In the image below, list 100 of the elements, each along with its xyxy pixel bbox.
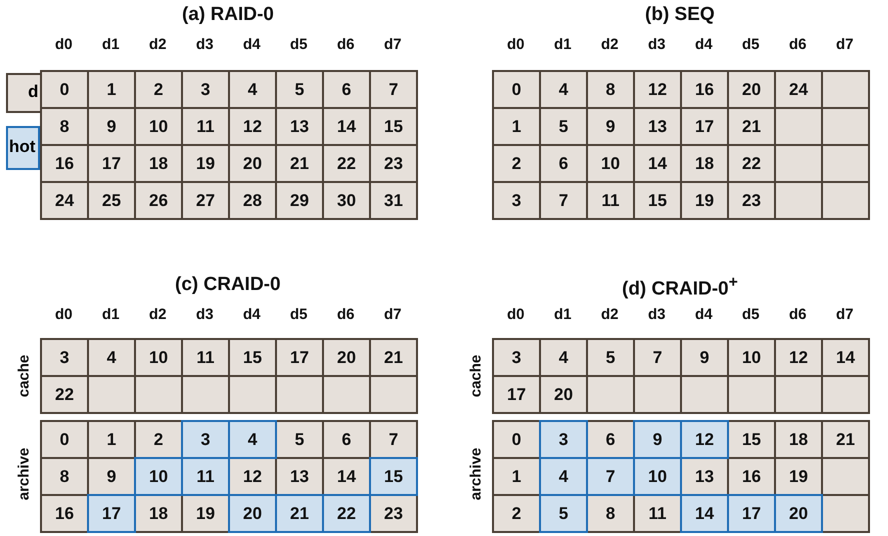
- block-cell: 5: [275, 70, 324, 109]
- block-cell: 7: [586, 457, 635, 496]
- block-cell: 22: [322, 494, 371, 533]
- block-cell: 27: [181, 181, 230, 220]
- column-header: d3: [196, 36, 214, 53]
- block-cell: 15: [633, 181, 682, 220]
- block-cell: 9: [87, 457, 136, 496]
- block-cell: 10: [586, 144, 635, 183]
- block-cell: 13: [633, 107, 682, 146]
- block-cell: 23: [369, 494, 418, 533]
- block-cell: 10: [633, 457, 682, 496]
- panel-title: (b) SEQ: [645, 4, 715, 26]
- panel-title: (a) RAID-0: [182, 4, 274, 26]
- column-header: d0: [55, 306, 73, 323]
- block-cell: 3: [492, 181, 541, 220]
- block-cell: 9: [633, 420, 682, 459]
- block-cell: 3: [181, 420, 230, 459]
- block-cell: 1: [87, 420, 136, 459]
- column-header: d1: [554, 36, 572, 53]
- column-header: d0: [507, 36, 525, 53]
- block-cell: 21: [275, 144, 324, 183]
- block-cell: 20: [539, 375, 588, 414]
- block-cell: 6: [322, 70, 371, 109]
- block-cell: 20: [322, 338, 371, 377]
- block-cell: 10: [134, 457, 183, 496]
- block-cell: 6: [322, 420, 371, 459]
- block-cell: 1: [492, 107, 541, 146]
- column-header: d0: [507, 306, 525, 323]
- column-header: d7: [384, 36, 402, 53]
- block-cell: 13: [275, 457, 324, 496]
- column-header: d5: [290, 36, 308, 53]
- block-cell: 19: [680, 181, 729, 220]
- block-cell: 12: [680, 420, 729, 459]
- block-cell: 15: [369, 107, 418, 146]
- block-cell: 14: [821, 338, 870, 377]
- block-cell: 0: [492, 420, 541, 459]
- column-header: d6: [789, 306, 807, 323]
- block-cell: 3: [492, 338, 541, 377]
- row-group-label: cache: [16, 354, 32, 398]
- column-header: d6: [337, 306, 355, 323]
- block-cell: 23: [727, 181, 776, 220]
- block-cell: 15: [228, 338, 277, 377]
- block-cell: 19: [181, 144, 230, 183]
- block-cell: 7: [369, 420, 418, 459]
- block-cell: 21: [821, 420, 870, 459]
- panel-title: (d) CRAID-0$^{+}$: [622, 274, 738, 300]
- block-cell: 16: [40, 144, 89, 183]
- block-cell: 17: [87, 144, 136, 183]
- column-header: d3: [648, 36, 666, 53]
- block-cell: 17: [680, 107, 729, 146]
- block-cell: 14: [322, 457, 371, 496]
- block-cell: 20: [727, 70, 776, 109]
- block-cell: 11: [181, 107, 230, 146]
- column-header: d4: [243, 306, 261, 323]
- panel-title: (c) CRAID-0: [175, 274, 281, 296]
- block-cell: 0: [492, 70, 541, 109]
- block-cell: 19: [774, 457, 823, 496]
- block-cell: 1: [492, 457, 541, 496]
- block-cell: 24: [40, 181, 89, 220]
- block-cell: 2: [134, 420, 183, 459]
- column-header: d4: [695, 306, 713, 323]
- block-cell: 5: [539, 494, 588, 533]
- block-cell: 11: [586, 181, 635, 220]
- block-cell: 14: [680, 494, 729, 533]
- column-header: d4: [695, 36, 713, 53]
- block-cell: 14: [633, 144, 682, 183]
- row-group-label: archive: [468, 448, 484, 500]
- block-cell: 4: [228, 420, 277, 459]
- block-cell: 3: [539, 420, 588, 459]
- block-cell: 3: [40, 338, 89, 377]
- block-cell: 6: [539, 144, 588, 183]
- block-cell: 20: [774, 494, 823, 533]
- block-cell: 17: [492, 375, 541, 414]
- block-cell: 7: [633, 338, 682, 377]
- row-group-label: cache: [468, 354, 484, 398]
- block-cell: 4: [539, 70, 588, 109]
- column-header: d6: [789, 36, 807, 53]
- block-cell: 18: [134, 144, 183, 183]
- block-cell: 19: [181, 494, 230, 533]
- legend-label: d: [28, 82, 38, 102]
- block-cell: 4: [228, 70, 277, 109]
- block-cell: 22: [40, 375, 89, 414]
- column-header: d4: [243, 36, 261, 53]
- block-cell: 8: [586, 70, 635, 109]
- block-cell: 2: [492, 144, 541, 183]
- column-header: d1: [102, 36, 120, 53]
- block-cell: 13: [275, 107, 324, 146]
- block-cell: 0: [40, 420, 89, 459]
- block-cell: 2: [134, 70, 183, 109]
- block-cell: 21: [275, 494, 324, 533]
- block-cell: 5: [539, 107, 588, 146]
- column-header: d5: [742, 36, 760, 53]
- block-cell: 18: [774, 420, 823, 459]
- column-header: d3: [196, 306, 214, 323]
- block-cell: 25: [87, 181, 136, 220]
- block-cell: 12: [774, 338, 823, 377]
- block-cell: 24: [774, 70, 823, 109]
- block-cell: 16: [680, 70, 729, 109]
- column-header: d2: [601, 36, 619, 53]
- block-cell: 11: [633, 494, 682, 533]
